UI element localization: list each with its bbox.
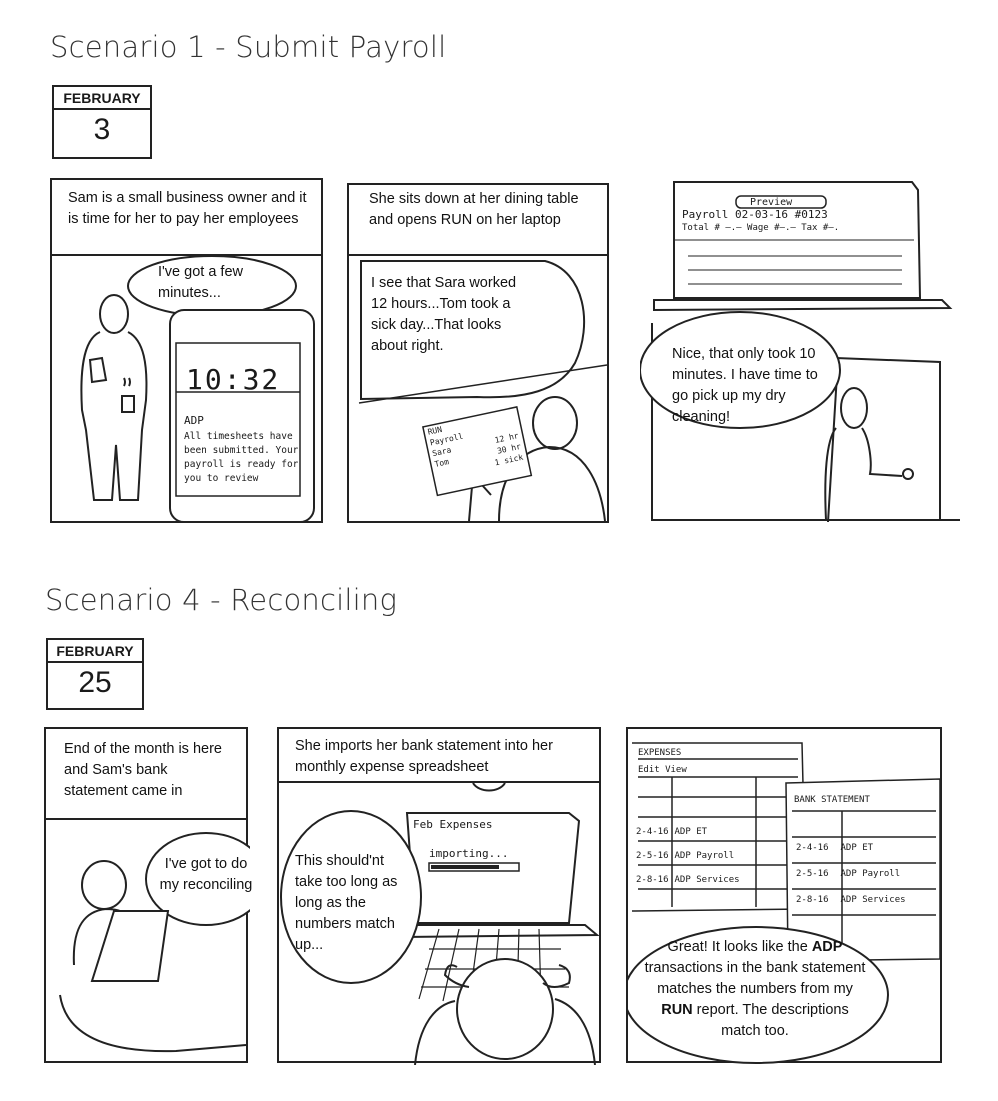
s1-panel-1: Sam is a small business owner and it is … — [50, 178, 323, 523]
s4-panel-1-drawing — [59, 832, 250, 1053]
s4-panel-1-speech: I've got to do my reconciling — [159, 856, 253, 893]
s1-panel-1-caption: Sam is a small business owner and it is … — [68, 190, 307, 227]
phone-app-name: ADP — [184, 414, 204, 427]
spreadsheet-title: Feb Expenses — [413, 818, 493, 831]
importing-status: importing... — [429, 847, 509, 860]
scenario-4-title: Scenario 4 - Reconciling — [45, 583, 398, 617]
expenses-title: EXPENSES — [638, 748, 682, 758]
s1-panel-3-drawing — [640, 181, 960, 523]
s1-panel-2-caption: She sits down at her dining table and op… — [369, 191, 579, 228]
s1-panel-3: Preview Payroll 02-03-16 #0123 Total # —… — [640, 178, 960, 523]
bank-title: BANK STATEMENT — [794, 795, 870, 805]
calendar-feb-25: FEBRUARY 25 — [46, 638, 144, 710]
s4-panel-2-caption: She imports her bank statement into her … — [295, 738, 553, 775]
laptop-payroll-line: Payroll 02-03-16 #0123 — [682, 208, 828, 221]
s4-panel-1-caption: End of the month is here and Sam's bank … — [64, 741, 222, 799]
s1-panel-1-drawing — [80, 255, 315, 523]
s4-panel-2: She imports her bank statement into her … — [277, 727, 601, 1065]
s4-panel-2-speech: This should'nt take too long as long as … — [295, 853, 398, 953]
s4-panel-2-drawing — [280, 782, 600, 1065]
phone-notification: All timesheets have been submitted. Your… — [184, 431, 299, 484]
s4-panel-1: End of the month is here and Sam's bank … — [44, 727, 252, 1063]
scenario-1-title: Scenario 1 - Submit Payroll — [50, 30, 447, 64]
s4-panel-3-drawing — [628, 742, 941, 1064]
s1-panel-1-speech: I've got a few minutes... — [158, 264, 243, 301]
expenses-menu: Edit View — [638, 765, 687, 775]
s1-panel-2-speech: I see that Sara worked 12 hours...Tom to… — [371, 275, 517, 354]
s4-panel-3-speech: Great! It looks like the ADP transaction… — [644, 939, 866, 1039]
calendar-day: 25 — [78, 666, 112, 699]
laptop-totals-line: Total # —.— Wage #—.— Tax #—. — [682, 223, 840, 233]
s1-panel-3-speech: Nice, that only took 10 minutes. I have … — [672, 346, 818, 425]
calendar-feb-3: FEBRUARY 3 — [52, 85, 152, 159]
s1-panel-2: She sits down at her dining table and op… — [347, 183, 609, 523]
s1-panel-2-drawing — [358, 260, 608, 522]
preview-button[interactable]: Preview — [750, 197, 793, 208]
calendar-month: FEBRUARY — [54, 87, 150, 110]
phone-time: 10:32 — [186, 363, 281, 396]
calendar-month: FEBRUARY — [48, 640, 142, 663]
calendar-day: 3 — [93, 113, 111, 146]
